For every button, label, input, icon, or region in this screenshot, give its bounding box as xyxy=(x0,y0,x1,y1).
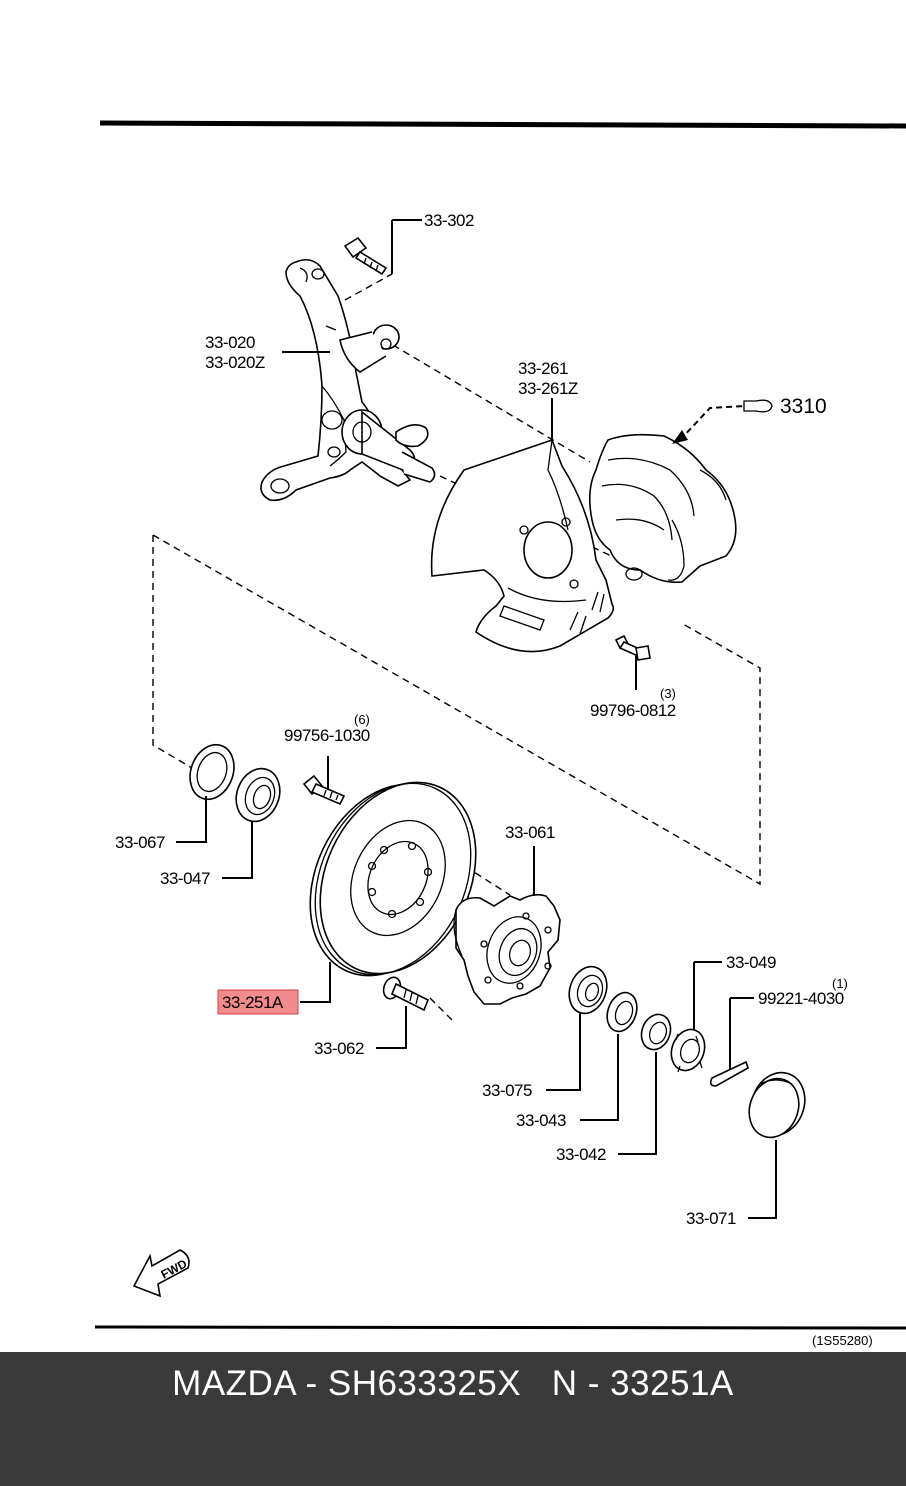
top-rule xyxy=(99,120,906,129)
label-33-251a[interactable]: 33-251A xyxy=(222,993,284,1012)
label-99756-1030[interactable]: 99756-1030 xyxy=(284,726,370,745)
washer xyxy=(606,991,638,1033)
part-labels: 33-302 33-020 33-020Z 33-261 33-261Z 331… xyxy=(115,211,873,1348)
label-99221-4030[interactable]: 99221-4030 xyxy=(758,989,844,1008)
hub-bolt xyxy=(382,976,430,1012)
label-3310[interactable]: 3310 xyxy=(780,395,827,418)
cotter-pin xyxy=(709,1060,749,1087)
label-33-020z[interactable]: 33-020Z xyxy=(205,353,265,372)
bolt-99796 xyxy=(614,634,651,661)
label-33-047[interactable]: 33-047 xyxy=(160,869,210,888)
grease-seal xyxy=(189,743,235,801)
inner-bearing xyxy=(235,767,281,823)
label-33-042[interactable]: 33-042 xyxy=(556,1145,606,1164)
label-33-061[interactable]: 33-061 xyxy=(505,823,555,842)
fwd-arrow-icon: FWD xyxy=(132,1249,190,1298)
bolt-33-302 xyxy=(343,236,388,276)
label-33-067[interactable]: 33-067 xyxy=(115,833,165,852)
label-33-062[interactable]: 33-062 xyxy=(314,1039,364,1058)
dust-shield xyxy=(430,438,615,653)
brake-caliper xyxy=(588,433,737,584)
leader-lines xyxy=(176,219,777,1219)
diagram-reference: (1S55280) xyxy=(812,1333,873,1348)
grease-cap xyxy=(748,1071,806,1139)
brake-disc xyxy=(309,781,477,977)
parts-diagram: FWD 33-302 33-020 33-020Z 33-261 33-261Z… xyxy=(94,120,906,1348)
part-number-bar: MAZDA - SH633325X N - 33251A xyxy=(0,1352,906,1486)
label-33-261z[interactable]: 33-261Z xyxy=(518,379,578,398)
label-33-020[interactable]: 33-020 xyxy=(205,333,255,352)
part-number-text: MAZDA - SH633325X N - 33251A xyxy=(172,1364,734,1403)
label-33-071[interactable]: 33-071 xyxy=(686,1209,736,1228)
outer-bearing xyxy=(568,965,608,1015)
label-33-043[interactable]: 33-043 xyxy=(516,1111,566,1130)
castle-nut xyxy=(670,1028,706,1073)
bottom-rule xyxy=(94,1325,906,1330)
label-33-302[interactable]: 33-302 xyxy=(424,211,474,230)
label-33-261[interactable]: 33-261 xyxy=(518,359,568,378)
steering-knuckle xyxy=(260,258,436,502)
bolt-99756 xyxy=(302,774,346,806)
wheel-hub xyxy=(453,893,561,1005)
qty-99756: (6) xyxy=(354,712,370,727)
qty-99221: (1) xyxy=(832,976,848,991)
caliper-ref-icon xyxy=(743,399,773,413)
lock-nut xyxy=(640,1013,672,1051)
label-33-075[interactable]: 33-075 xyxy=(482,1081,532,1100)
label-33-049[interactable]: 33-049 xyxy=(726,953,776,972)
label-99796-0812[interactable]: 99796-0812 xyxy=(590,701,676,720)
qty-99796: (3) xyxy=(660,686,676,701)
highlight-33-251a xyxy=(217,989,299,1015)
